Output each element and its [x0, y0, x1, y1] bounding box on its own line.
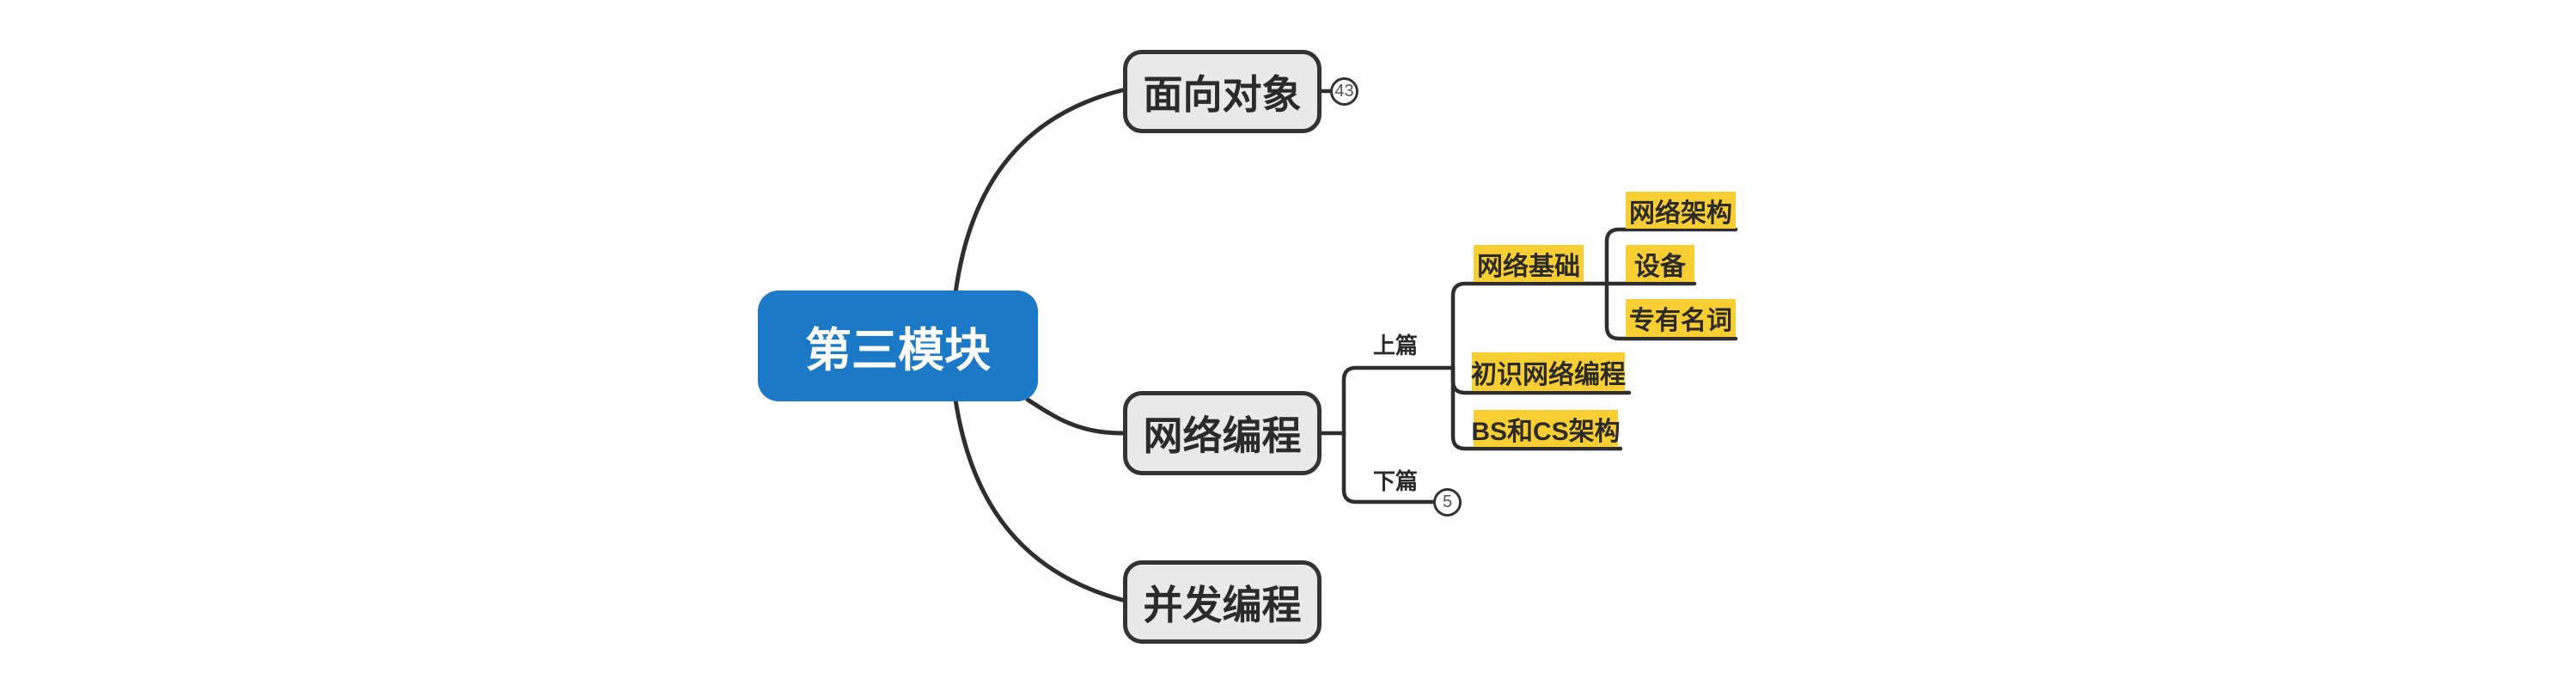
- edge-trunk-to-lower-part: [1341, 431, 1438, 504]
- edge-root-to-concurrent-programming: [953, 397, 1125, 602]
- topic-first-look-network-programming[interactable]: 初识网络编程: [1471, 352, 1626, 391]
- topic-bs-cs-architecture[interactable]: BS和CS架构: [1471, 410, 1621, 447]
- topic-network-architecture[interactable]: 网络架构: [1626, 192, 1736, 229]
- topic-devices[interactable]: 设备: [1626, 245, 1694, 282]
- topic-network-basics[interactable]: 网络基础: [1474, 245, 1584, 282]
- topic-upper-part[interactable]: 上篇: [1372, 333, 1418, 358]
- topic-network-programming[interactable]: 网络编程: [1123, 391, 1322, 475]
- edge-root-to-object-oriented: [953, 88, 1125, 296]
- edge-basics-to-architecture: [1604, 227, 1738, 286]
- topic-object-oriented[interactable]: 面向对象: [1123, 50, 1322, 133]
- collapse-badge-object-oriented[interactable]: 43: [1330, 77, 1358, 106]
- topic-lower-part[interactable]: 下篇: [1372, 468, 1418, 494]
- collapse-badge-lower-part[interactable]: 5: [1433, 488, 1462, 517]
- edge-upper-to-bs-cs: [1450, 365, 1623, 451]
- edge-upper-to-network-basics: [1450, 281, 1697, 370]
- edge-basics-to-proper-nouns: [1604, 281, 1738, 341]
- topic-concurrent-programming[interactable]: 并发编程: [1123, 560, 1322, 644]
- edge-trunk-to-upper-part: [1341, 365, 1456, 436]
- root-topic[interactable]: 第三模块: [758, 290, 1038, 401]
- topic-proper-nouns[interactable]: 专有名词: [1626, 299, 1736, 337]
- edge-root-to-network-programming: [1025, 397, 1125, 436]
